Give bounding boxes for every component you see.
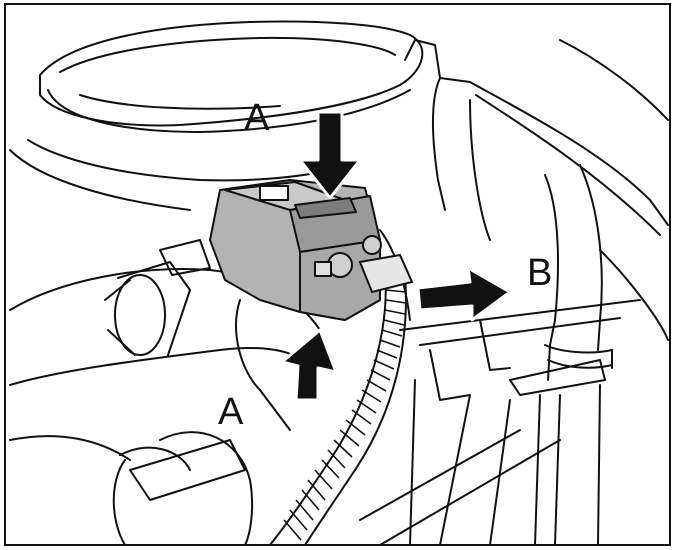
housing-edge (235, 299, 291, 431)
support-frame (359, 299, 641, 546)
release-tab (294, 197, 357, 219)
wiring-harness (269, 253, 414, 546)
callout-a-bottom: A (218, 391, 244, 433)
arrow-down-icon (298, 110, 362, 200)
electrical-connector (209, 179, 382, 321)
callout-b: B (527, 252, 552, 294)
drain-pipe-right (509, 164, 669, 546)
callout-a-top: A (244, 97, 270, 139)
mounting-bracket (404, 39, 669, 241)
reservoir-tank (9, 20, 424, 211)
hose-clamp (114, 274, 166, 356)
hose-lower (9, 431, 254, 546)
arrow-up-icon (280, 328, 338, 402)
figure-border (4, 3, 671, 546)
arrow-right-icon (416, 266, 512, 322)
